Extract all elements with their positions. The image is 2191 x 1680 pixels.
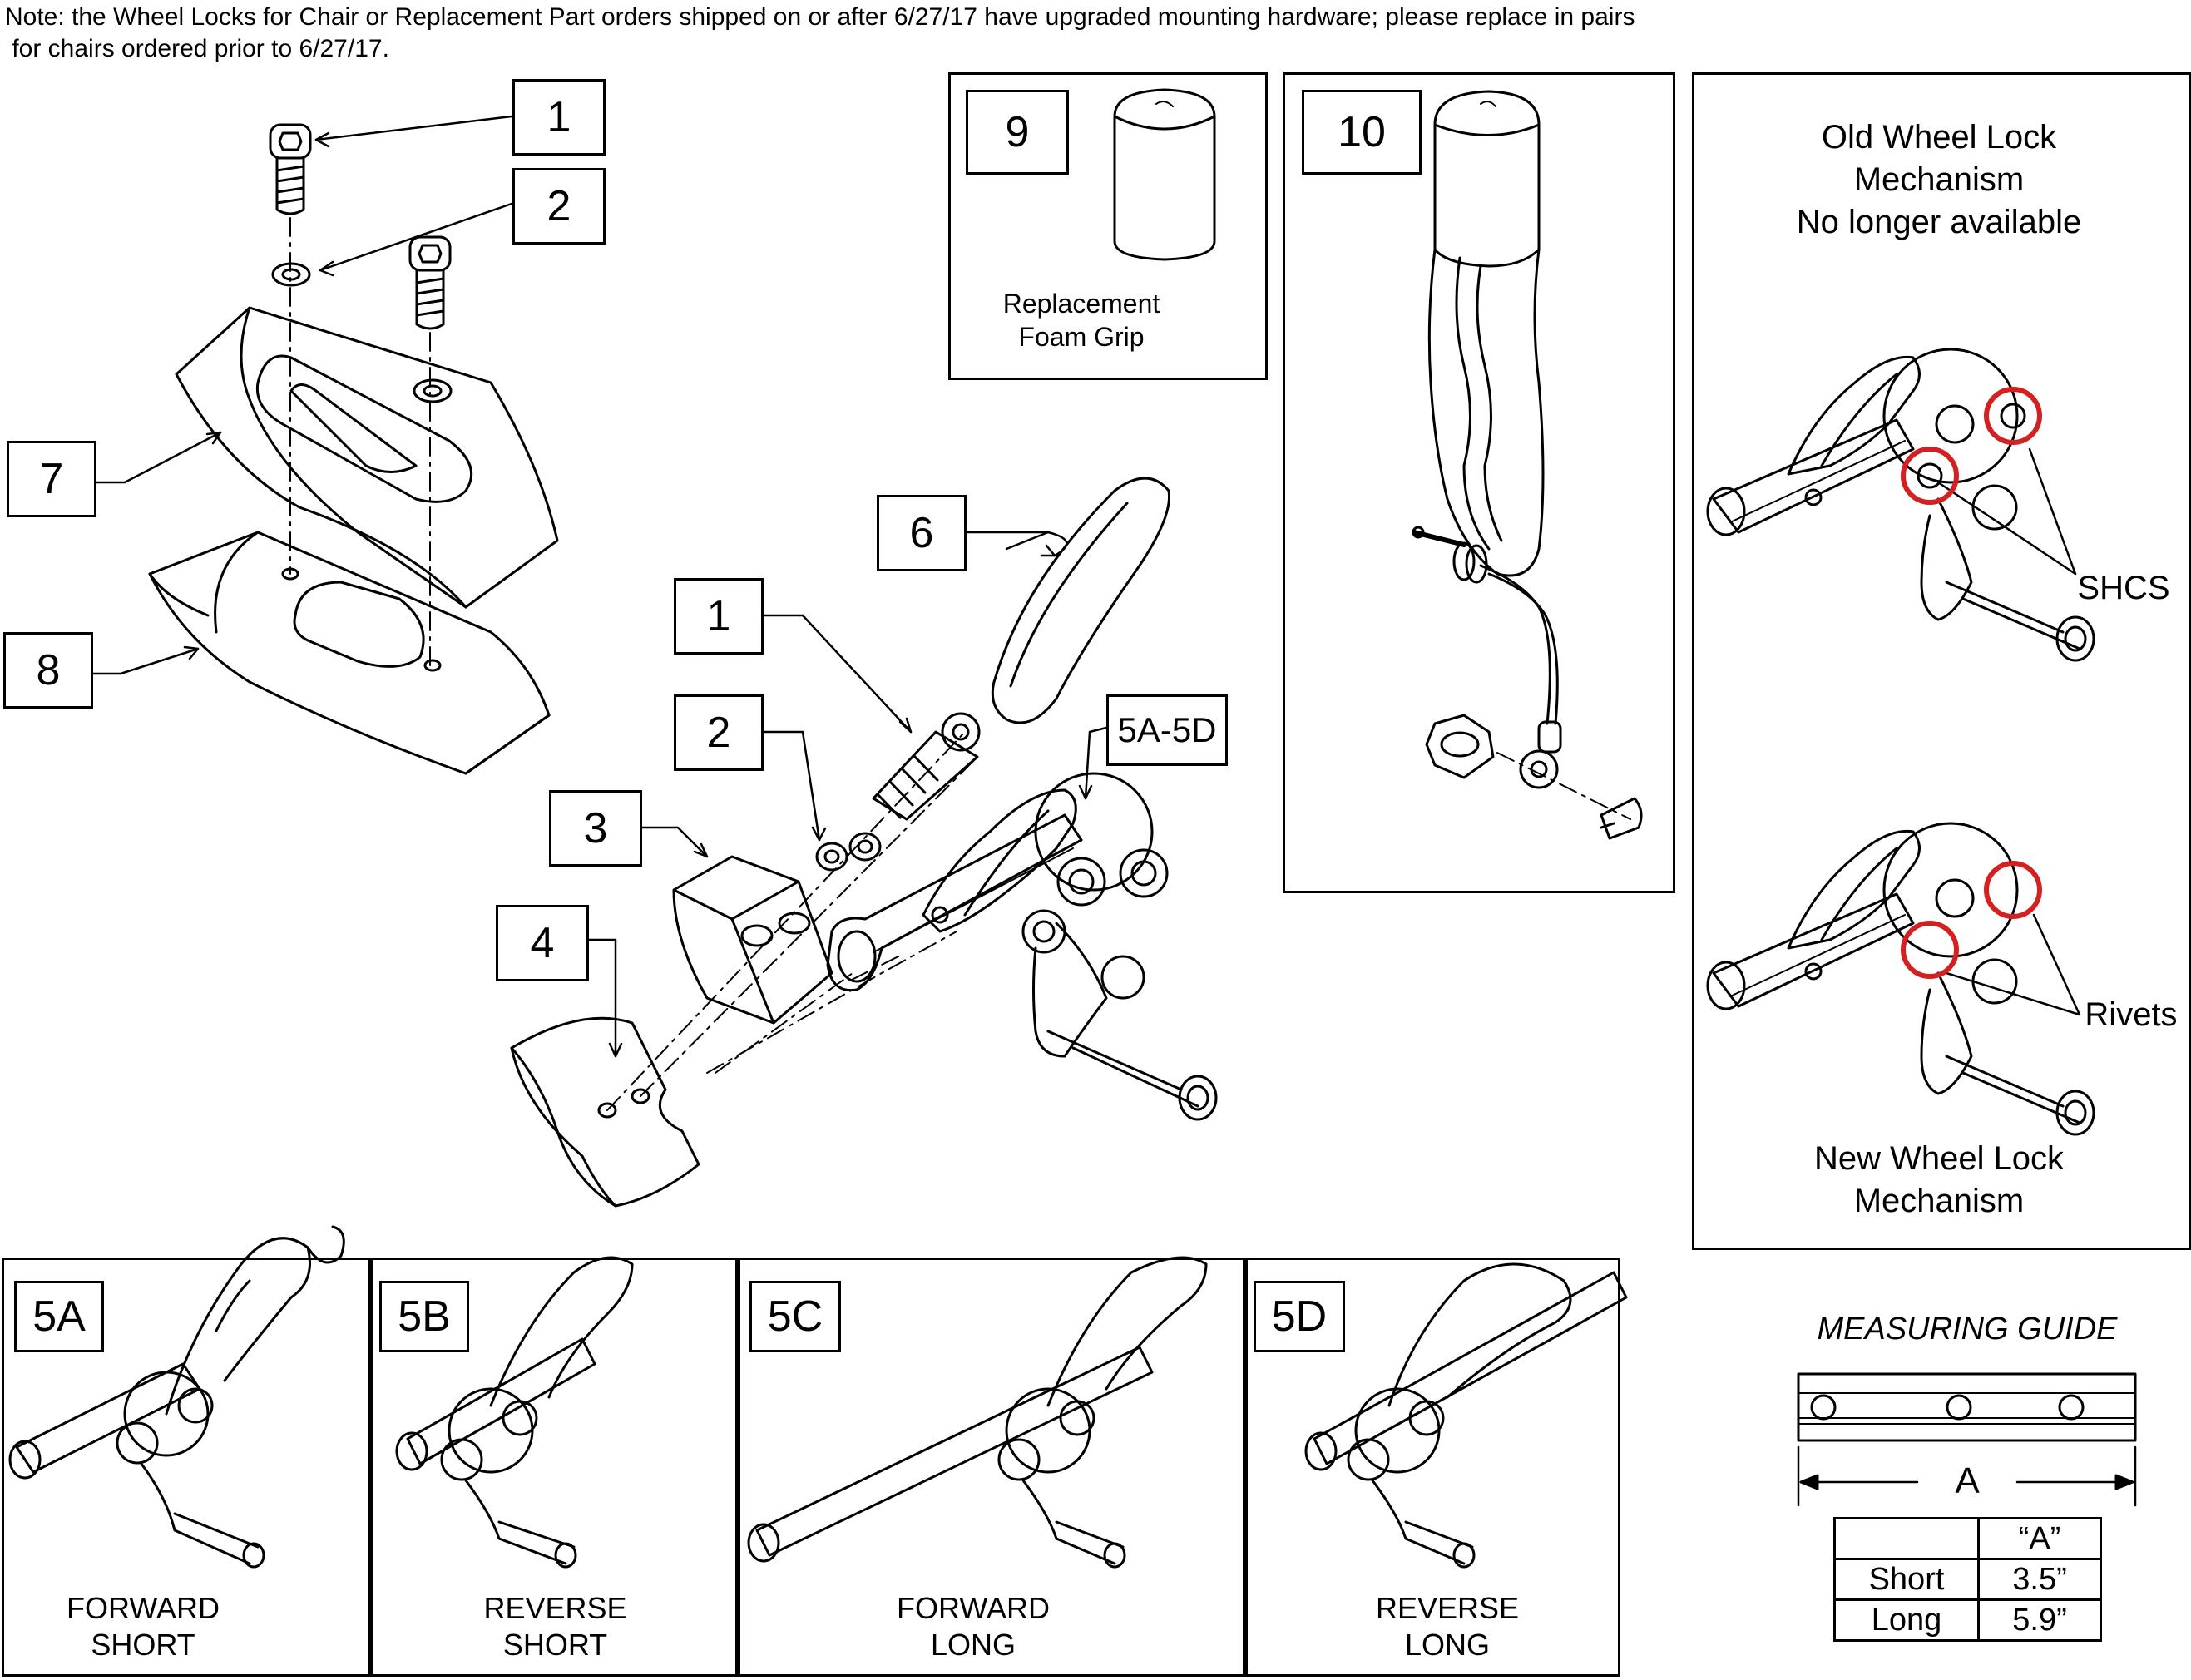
variant-panel-5d: [1243, 1258, 1620, 1677]
table-header-row: “A”: [1833, 1517, 2102, 1560]
callout-2-top: 2: [512, 168, 606, 245]
measurement-table: “A” Short 3.5” Long 5.9”: [1833, 1517, 2102, 1642]
variant-tag-5a: 5A: [14, 1281, 104, 1352]
foam-grip-panel: [948, 72, 1268, 380]
cable-lock-panel: [1283, 72, 1675, 893]
table-cell-size: Long: [1833, 1598, 1980, 1642]
variant-panel-5c: [735, 1258, 1248, 1677]
dimension-label: A: [1955, 1460, 1980, 1501]
variant-5a-line1: FORWARD: [67, 1591, 220, 1625]
callout-6: 6: [877, 495, 967, 571]
old-mechanism-title: Old Wheel Lock Mechanism No longer avail…: [1796, 119, 2082, 240]
variant-label-5c: FORWARD LONG: [799, 1590, 1148, 1663]
variant-tag-5c: 5C: [749, 1281, 841, 1352]
measuring-guide-title: MEASURING GUIDE: [1817, 1312, 2118, 1346]
callout-5a-5d: 5A-5D: [1106, 694, 1228, 766]
callout-8: 8: [3, 632, 93, 709]
leader-lines-left: [88, 115, 513, 675]
variant-5d-line2: LONG: [1404, 1628, 1491, 1662]
variant-label-5b: REVERSE SHORT: [399, 1590, 711, 1663]
callout-10: 10: [1302, 90, 1422, 175]
callout-7: 7: [7, 441, 96, 517]
variant-panel-5a: [2, 1258, 373, 1677]
callout-4: 4: [496, 905, 589, 981]
variant-5c-line2: LONG: [930, 1628, 1016, 1662]
new-mechanism-title: New Wheel Lock Mechanism: [1813, 1140, 2065, 1219]
variant-tag-5b: 5B: [379, 1281, 469, 1352]
variant-5d-line1: REVERSE: [1375, 1591, 1520, 1625]
table-row: Long 5.9”: [1833, 1598, 2102, 1642]
shcs-label: SHCS: [2077, 570, 2170, 606]
leader-lines-middle: [585, 531, 1108, 1058]
callout-3: 3: [549, 790, 642, 867]
callout-9: 9: [966, 90, 1069, 175]
clamp-assembly-drawing: [148, 123, 559, 775]
table-cell-size: Short: [1833, 1558, 1980, 1601]
variant-5a-line2: SHORT: [91, 1628, 195, 1662]
variant-5b-line1: REVERSE: [483, 1591, 627, 1625]
cable-lock-drawing: [1412, 90, 1643, 840]
foam-grip-drawing: [1113, 88, 1216, 261]
callout-1-mid: 1: [674, 578, 764, 655]
variant-5c-line1: FORWARD: [897, 1591, 1050, 1625]
foam-grip-label: Replacement Foam Grip: [1002, 289, 1160, 352]
variant-panel-5b: [368, 1258, 740, 1677]
variant-label-5a: FORWARD SHORT: [2, 1590, 284, 1663]
note-text: Note: the Wheel Locks for Chair or Repla…: [5, 3, 1635, 62]
callout-1-top: 1: [512, 79, 606, 156]
measuring-guide-drawing: [1797, 1372, 2137, 1507]
table-cell-value: 5.9”: [1977, 1598, 2102, 1642]
variant-drawings: [8, 1225, 1628, 1569]
callout-2-mid: 2: [674, 694, 764, 771]
variant-tag-5d: 5D: [1254, 1281, 1345, 1352]
table-header-cell: [1833, 1517, 1980, 1560]
highlight-rings: [1901, 387, 2042, 979]
table-row: Short 3.5”: [1833, 1558, 2102, 1601]
mechanism-comparison-panel: [1692, 72, 2191, 1250]
variant-5b-line2: SHORT: [502, 1628, 608, 1662]
variant-label-5d: REVERSE LONG: [1264, 1590, 1630, 1663]
rivets-label: Rivets: [2085, 996, 2178, 1033]
table-cell-value: 3.5”: [1977, 1558, 2102, 1601]
table-header-cell: “A”: [1977, 1517, 2102, 1560]
mechanism-exploded-drawing: [510, 477, 1218, 1208]
